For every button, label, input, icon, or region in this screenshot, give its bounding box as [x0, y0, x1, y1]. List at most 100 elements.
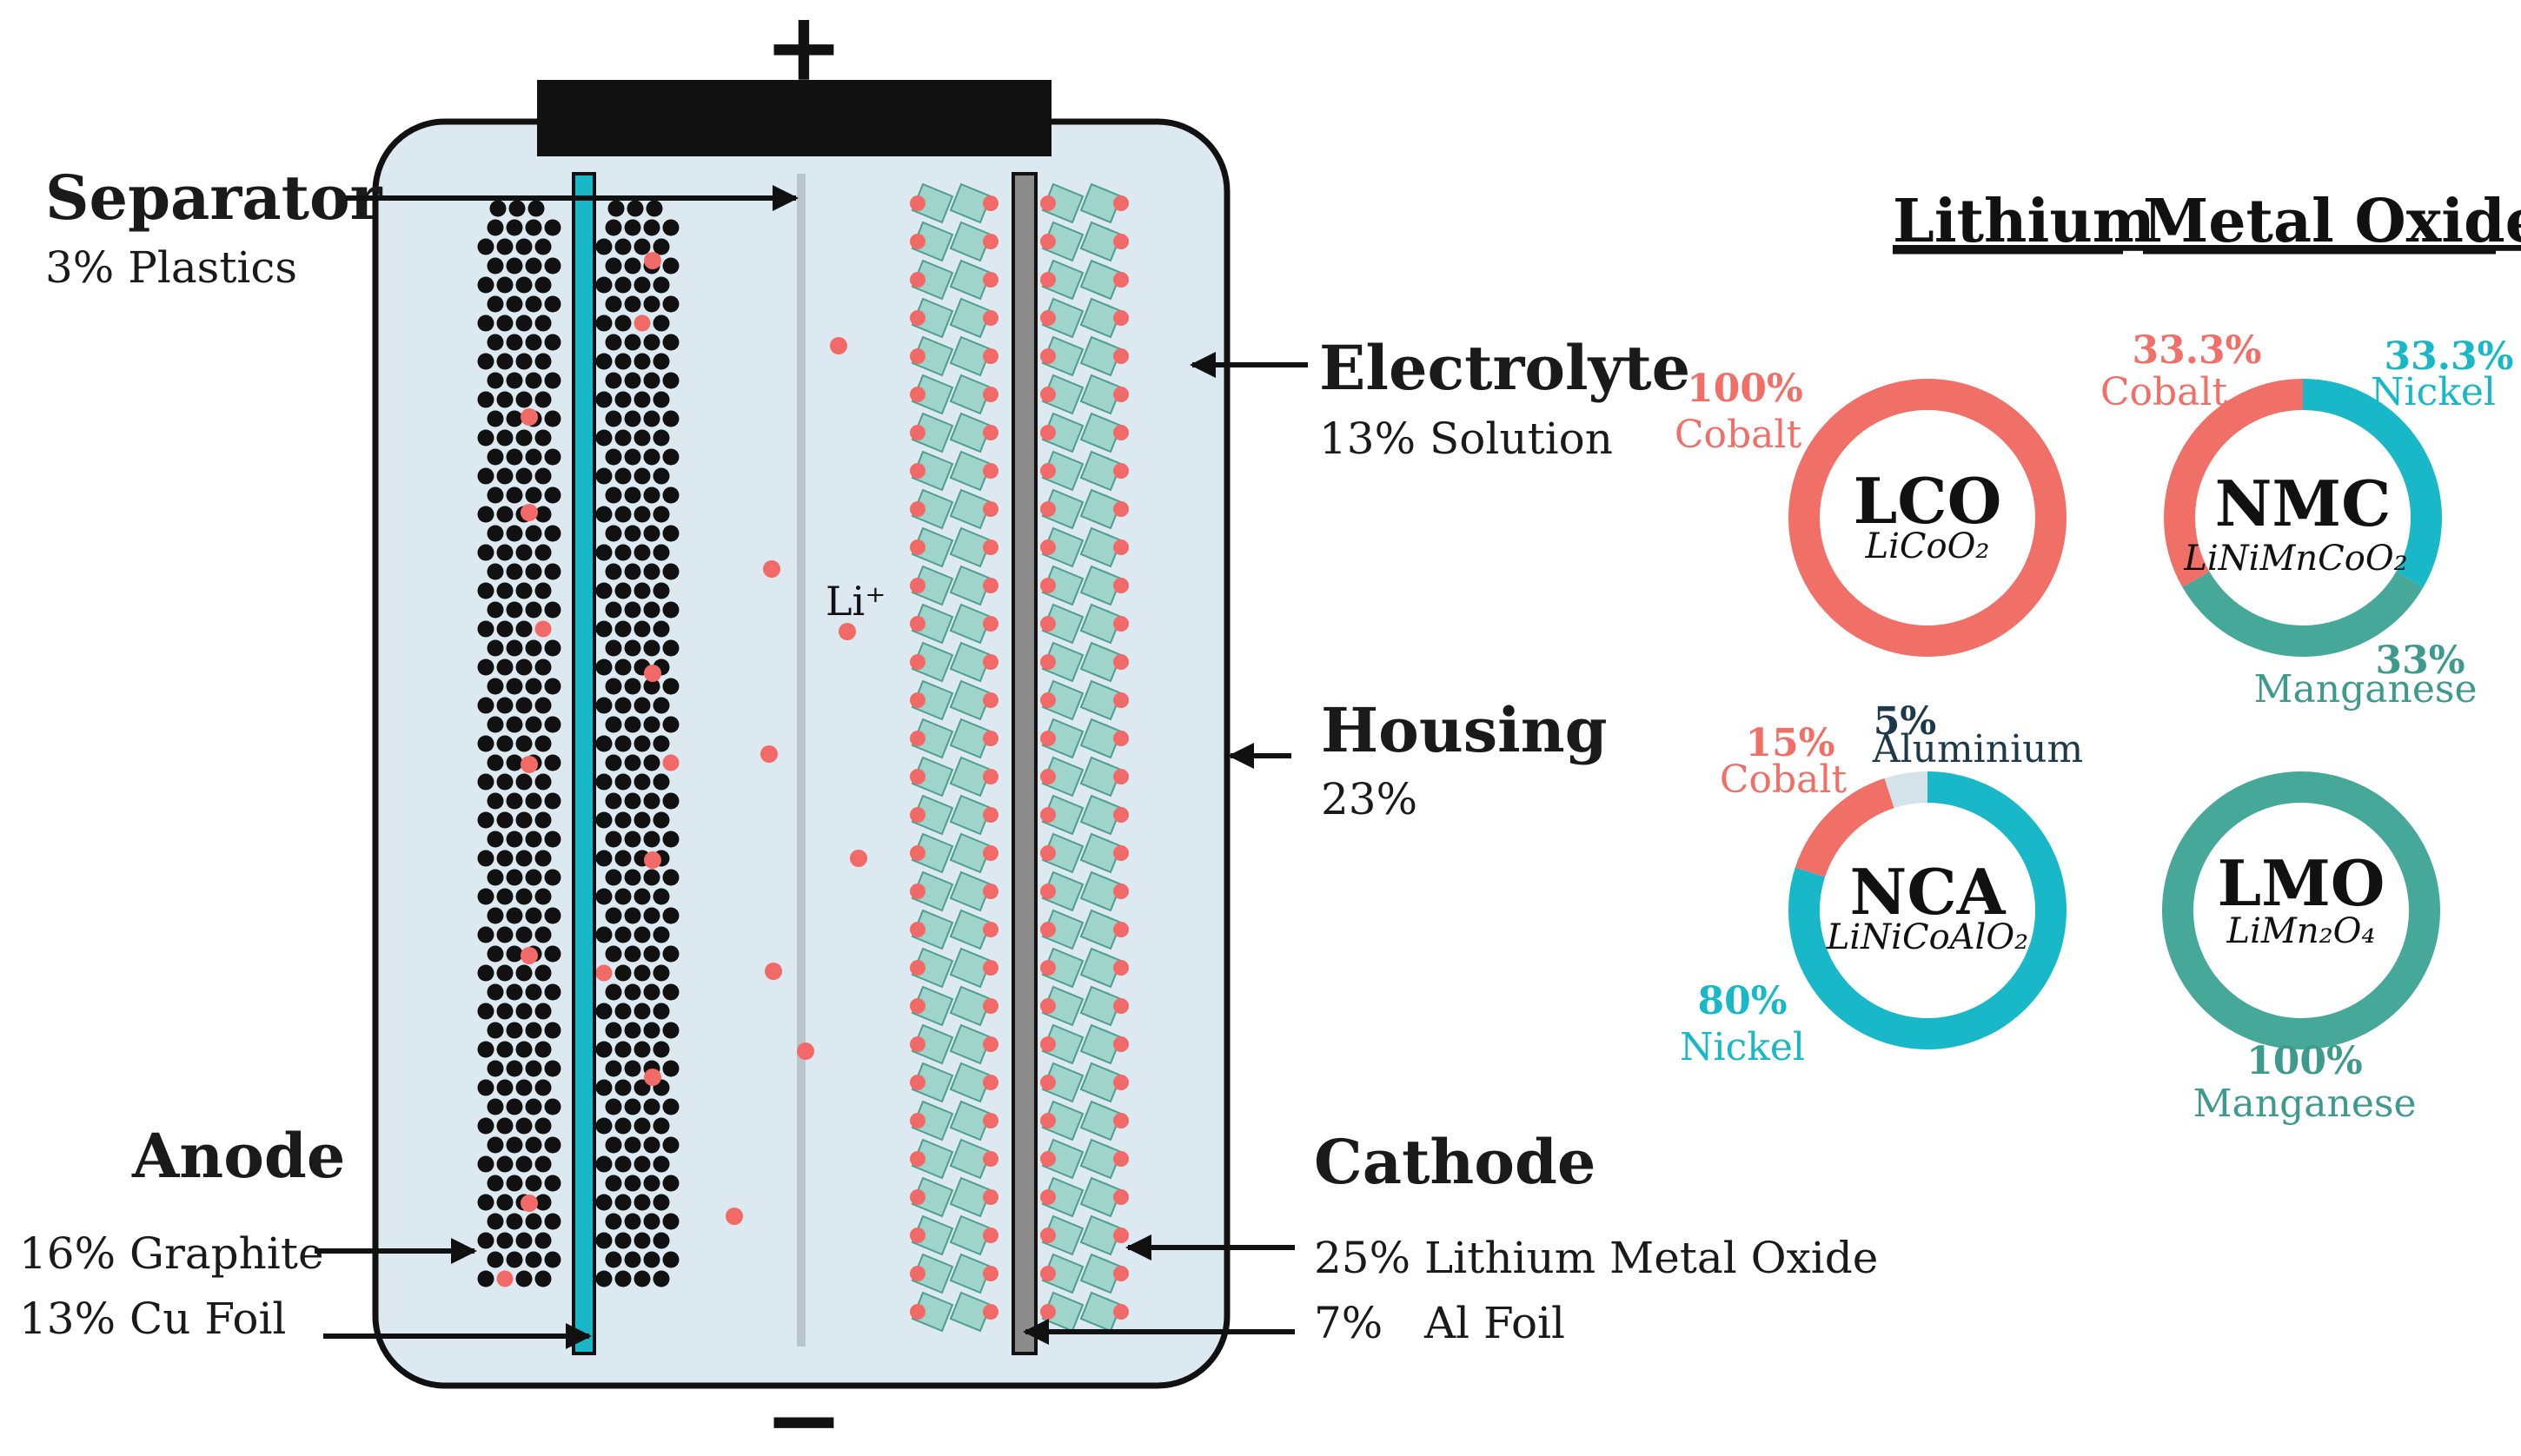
cathode-lithium-ion: [983, 1113, 998, 1128]
cathode-lithium-ion: [1113, 1228, 1129, 1243]
graphite-atom: [607, 200, 625, 217]
cathode-crystal: [949, 641, 992, 683]
cathode-lithium-ion: [983, 1189, 998, 1205]
intercalated-lithium-ion: [521, 1195, 538, 1212]
cathode-lithium-ion: [1040, 1189, 1056, 1205]
graphite-atom: [624, 869, 641, 886]
cathode-crystal: [1079, 1176, 1123, 1218]
graphite-atom: [643, 1213, 660, 1230]
graphite-atom: [653, 467, 670, 485]
ring-segment-nickel: [2302, 379, 2442, 587]
nmc-name: NMC: [2215, 467, 2392, 540]
graphite-atom: [477, 238, 494, 255]
graphite-atom: [634, 1155, 651, 1173]
graphite-atom: [534, 1117, 552, 1135]
graphite-atom: [515, 735, 533, 752]
graphite-atom: [643, 869, 660, 886]
nmc-manganese-label: Manganese: [2253, 667, 2477, 711]
graphite-atom: [634, 1041, 651, 1058]
graphite-atom: [653, 1003, 670, 1020]
graphite-atom: [515, 1003, 533, 1020]
graphite-atom: [477, 353, 494, 370]
graphite-atom: [525, 601, 542, 619]
graphite-atom: [477, 544, 494, 561]
graphite-atom: [527, 200, 545, 217]
cathode-lithium-ion: [1040, 387, 1056, 402]
graphite-atom: [643, 410, 660, 427]
anode-callout: Anode 16% Graphite 13% Cu Foil: [19, 1120, 592, 1349]
cathode-lithium-ion: [1113, 960, 1129, 976]
cathode-lithium-ion: [910, 884, 925, 899]
graphite-atom: [525, 1213, 542, 1230]
graphite-atom: [662, 563, 680, 580]
cathode-lithium-ion: [1040, 1036, 1056, 1052]
graphite-atom: [515, 276, 533, 294]
graphite-atom: [653, 888, 670, 905]
cathode-lithium-ion: [1040, 769, 1056, 784]
graphite-atom: [525, 486, 542, 504]
graphite-atom: [496, 314, 514, 332]
cathode-lithium-ion: [910, 1189, 925, 1205]
graphite-atom: [634, 353, 651, 370]
graphite-atom: [544, 1098, 561, 1115]
cathode-lithium-ion: [910, 616, 925, 632]
graphite-atom: [643, 486, 660, 504]
nmc-nickel-pct: 33.3%: [2385, 334, 2514, 379]
graphite-atom: [653, 353, 670, 370]
graphite-atom: [662, 486, 680, 504]
graphite-atom: [487, 334, 504, 351]
graphite-atom: [506, 601, 523, 619]
free-lithium-ion: [760, 745, 778, 763]
graphite-atom: [614, 1117, 632, 1135]
cathode-lithium-ion: [1113, 922, 1129, 937]
graphite-atom: [614, 811, 632, 829]
graphite-atom: [624, 1213, 641, 1230]
graphite-atom: [515, 582, 533, 599]
graphite-atom: [662, 372, 680, 389]
cathode-crystal: [949, 1176, 992, 1218]
free-lithium-ion: [839, 623, 856, 640]
cathode-lithium-ion: [983, 769, 998, 784]
graphite-atom: [515, 659, 533, 676]
cathode-lithium-ion: [1040, 234, 1056, 249]
ring-segment-manganese: [2182, 571, 2424, 657]
cathode-lithium-ion: [910, 807, 925, 823]
cathode-lithium-ion: [983, 960, 998, 976]
graphite-atom: [624, 334, 641, 351]
cathode-lithium-ion: [983, 731, 998, 746]
graphite-atom: [477, 773, 494, 791]
cathode-crystal: [949, 374, 992, 415]
lithium-ion: [496, 1270, 514, 1287]
cathode-lithium-ion: [983, 578, 998, 593]
cathode-lithium-ion: [910, 731, 925, 746]
graphite-atom: [515, 926, 533, 943]
graphite-atom: [624, 639, 641, 657]
cathode-crystal: [1079, 832, 1123, 874]
graphite-atom: [662, 219, 680, 236]
graphite-atom: [506, 983, 523, 1001]
cathode-lithium-ion: [1040, 731, 1056, 746]
graphite-atom: [534, 276, 552, 294]
cathode-crystal: [1079, 335, 1123, 377]
cathode-lithium-ion: [1040, 310, 1056, 326]
graphite-atom: [525, 1251, 542, 1268]
cathode-lithium-ion: [910, 654, 925, 670]
graphite-atom: [534, 926, 552, 943]
graphite-atom: [506, 754, 523, 771]
cathode-lithium-ion: [1113, 310, 1129, 326]
lco-name: LCO: [1854, 464, 2002, 538]
graphite-atom: [534, 238, 552, 255]
graphite-atom: [653, 697, 670, 714]
graphite-atom: [489, 200, 507, 217]
graphite-atom: [662, 831, 680, 848]
cathode-crystal: [949, 870, 992, 912]
lithium-ion: [534, 620, 552, 638]
graphite-atom: [525, 372, 542, 389]
graphite-atom: [496, 582, 514, 599]
graphite-atom: [624, 1251, 641, 1268]
cathode-lithium-ion: [983, 501, 998, 517]
nca-nickel-label: Nickel: [1680, 1025, 1805, 1069]
cathode-lithium-ion: [1113, 807, 1129, 823]
graphite-atom: [643, 1136, 660, 1154]
graphite-atom: [515, 620, 533, 638]
